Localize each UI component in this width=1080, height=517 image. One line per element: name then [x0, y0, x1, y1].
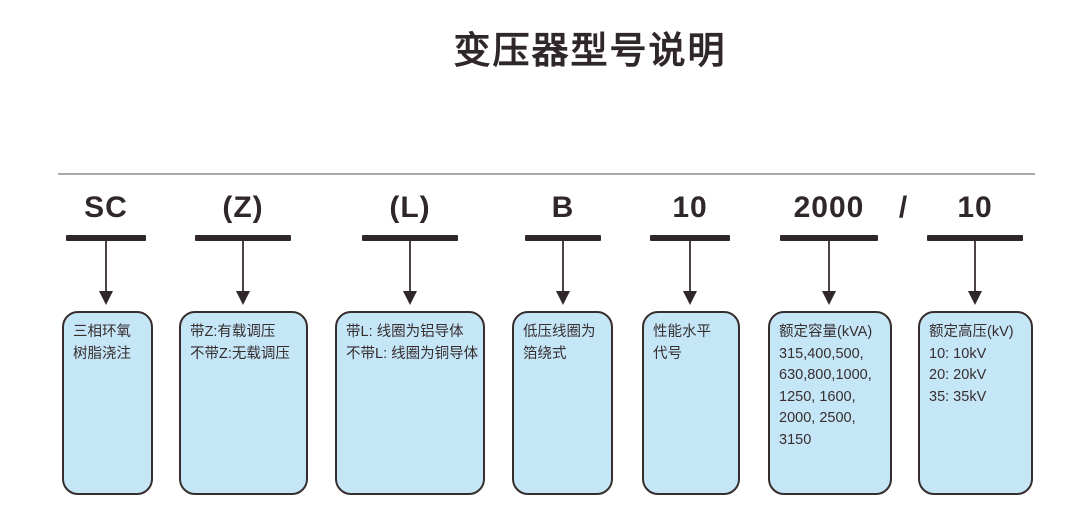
description-box: 额定容量(kVA) 315,400,500, 630,800,1000, 1250, …	[768, 311, 892, 495]
down-arrow-stem	[242, 241, 244, 292]
down-arrow-stem	[974, 241, 976, 292]
code-label: 2000	[793, 191, 865, 224]
down-arrow-stem	[409, 241, 411, 292]
description-line: 带Z:有载调压	[190, 324, 276, 340]
down-arrow-icon	[822, 291, 836, 305]
down-arrow-icon	[556, 291, 570, 305]
down-arrow-stem	[689, 241, 691, 292]
code-label: B	[551, 191, 575, 224]
description-line: 10: 10kV	[929, 345, 987, 362]
description-line: 2000, 2500,	[779, 410, 856, 426]
description-line: 箔绕式	[523, 345, 567, 362]
description-line: 额定高压(kV)	[929, 324, 1014, 340]
description-line: 性能水平	[653, 324, 711, 340]
code-underline	[927, 235, 1023, 241]
description-line: 630,800,1000,	[779, 367, 872, 383]
down-arrow-icon	[99, 291, 113, 305]
code-underline	[780, 235, 878, 241]
down-arrow-icon	[968, 291, 982, 305]
down-arrow-stem	[562, 241, 564, 292]
down-arrow-icon	[683, 291, 697, 305]
divider-line	[58, 173, 1035, 175]
description-box: 三相环氧树脂浇注	[62, 311, 153, 495]
slash-separator: /	[898, 191, 908, 224]
description-box: 低压线圈为箔绕式	[512, 311, 613, 495]
code-underline	[362, 235, 458, 241]
description-line: 三相环氧	[73, 324, 131, 340]
description-line: 不带L: 线圈为铜导体	[346, 345, 479, 362]
description-line: 带L: 线圈为铝导体	[346, 324, 464, 340]
code-label: SC	[84, 191, 128, 224]
code-label: 10	[672, 191, 708, 224]
description-line: 低压线圈为	[523, 324, 596, 340]
description-line: 35: 35kV	[929, 388, 987, 405]
description-line: 20: 20kV	[929, 367, 987, 383]
down-arrow-icon	[236, 291, 250, 305]
down-arrow-stem	[828, 241, 830, 292]
code-label: (Z)	[222, 191, 264, 224]
code-underline	[66, 235, 146, 241]
description-line: 代号	[653, 345, 682, 362]
code-underline	[195, 235, 291, 241]
description-line: 3150	[779, 431, 812, 448]
code-label: (L)	[389, 191, 431, 224]
description-box: 额定高压(kV) 10: 10kV 20: 20kV 35: 35kV	[918, 311, 1033, 495]
down-arrow-stem	[105, 241, 107, 292]
description-line: 额定容量(kVA)	[779, 324, 873, 340]
code-underline	[650, 235, 730, 241]
description-box: 带Z:有载调压不带Z:无载调压	[179, 311, 308, 495]
code-label: 10	[957, 191, 993, 224]
page-title: 变压器型号说明	[453, 30, 727, 71]
description-line: 树脂浇注	[73, 345, 131, 362]
down-arrow-icon	[403, 291, 417, 305]
description-box: 性能水平代号	[642, 311, 740, 495]
description-box: 带L: 线圈为铝导体不带L: 线圈为铜导体	[335, 311, 485, 495]
description-line: 不带Z:无载调压	[190, 345, 290, 362]
code-underline	[525, 235, 601, 241]
description-line: 1250, 1600,	[779, 388, 856, 405]
description-line: 315,400,500,	[779, 345, 864, 362]
